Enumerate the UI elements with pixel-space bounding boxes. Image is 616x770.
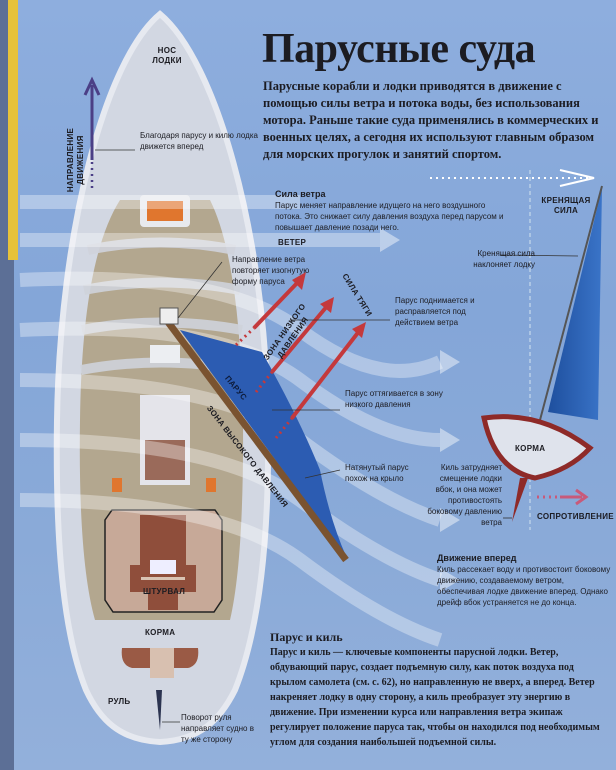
thrust-arrows [252, 278, 362, 420]
thrust-dots [234, 326, 294, 439]
resistance-label: СОПРОТИВЛЕНИЕ [537, 512, 614, 521]
wheel-label: ШТУРВАЛ [143, 587, 186, 596]
hatch-window [147, 201, 183, 221]
wheel-bar [141, 577, 185, 580]
bow-label: НОС ЛОДКИ [152, 46, 182, 65]
resistance-arrowhead [575, 488, 589, 506]
forward-motion-text: Киль рассекает воду и противостоит боков… [437, 565, 611, 607]
wind-force-block: Сила ветра Парус меняет направление идущ… [275, 189, 510, 233]
note-keel: Киль затрудняет смещение лодки вбок, и о… [427, 463, 502, 527]
mast-base [159, 307, 179, 325]
note-heeling: Кренящая сила наклоняет лодку [473, 249, 535, 269]
wind-label: ВЕТЕР [278, 238, 307, 247]
thrust-arrowheads [292, 272, 366, 338]
heeling-mast [539, 185, 603, 421]
leader-lines [177, 261, 390, 479]
note-sail-rises: Парус поднимается и расправляется под де… [395, 296, 475, 327]
stern-label: КОРМА [145, 628, 176, 637]
heeling-sail [548, 188, 602, 420]
heeling-force-label: КРЕНЯЩАЯ СИЛА [541, 196, 591, 215]
sail-keel-heading: Парус и киль [270, 630, 343, 644]
note-forward: Благодаря парусу и килю лодка движется в… [140, 131, 258, 151]
forward-motion-block: Движение вперед Киль рассекает воду и пр… [437, 553, 612, 608]
leader-line [499, 254, 579, 257]
rudder [156, 690, 162, 730]
direction-label: НАПРАВЛЕНИЕ ДВИЖЕНИЯ [66, 127, 85, 193]
wind-arrowheads [380, 228, 460, 592]
note-rudder: Поворот руля направляет судно в ту же ст… [181, 713, 254, 744]
note-sail-pulled: Парус оттягивается в зону низкого давлен… [345, 389, 443, 409]
stern-section-label: КОРМА [515, 444, 546, 453]
heeling-arrowhead [559, 169, 595, 187]
wind-force-heading: Сила ветра [275, 189, 326, 199]
swim-platform [150, 648, 174, 678]
cabin-roof [145, 440, 185, 480]
vent [206, 478, 216, 492]
keel [512, 478, 528, 522]
deck-hatch [150, 345, 180, 363]
yellow-tab [8, 0, 18, 260]
page-title: Парусные суда [262, 26, 536, 72]
note-wind-shape: Направление ветра повторяет изогнутую фо… [232, 255, 310, 286]
vent [112, 478, 122, 492]
note-wing: Натянутый парус похож на крыло [345, 463, 409, 483]
sail-keel-text: Парус и киль — ключевые компоненты парус… [270, 647, 600, 748]
wind-flow-arrows [19, 195, 443, 647]
boom [165, 319, 349, 563]
wheel-console [150, 560, 176, 574]
rudder-label: РУЛЬ [108, 697, 131, 706]
hull-section [480, 414, 594, 481]
intro-paragraph: Парусные корабли и лодки приводятся в дв… [263, 79, 599, 161]
forward-motion-heading: Движение вперед [437, 553, 517, 563]
sail-keel-block: Парус и киль Парус и киль — ключевые ком… [270, 630, 608, 750]
direction-arrowhead [83, 76, 101, 96]
wind-force-text: Парус меняет направление идущего на него… [275, 201, 504, 232]
